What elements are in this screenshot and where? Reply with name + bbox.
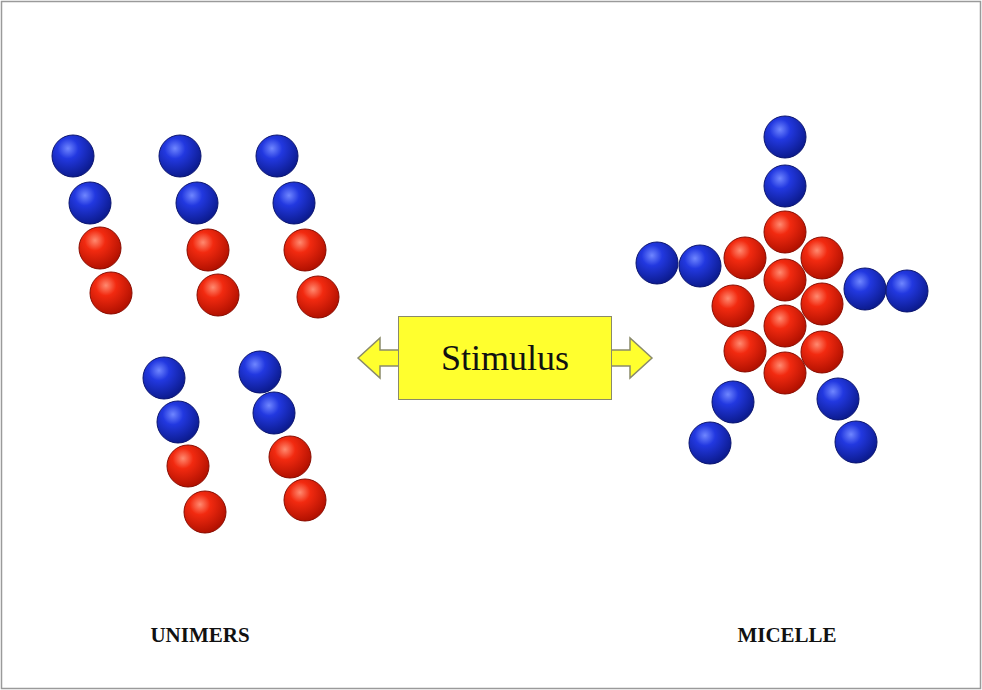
hydrophobic-bead: [90, 272, 132, 314]
hydrophobic-bead: [801, 237, 843, 279]
hydrophilic-bead: [844, 268, 886, 310]
hydrophobic-bead: [764, 211, 806, 253]
hydrophilic-bead: [176, 182, 218, 224]
hydrophilic-bead: [679, 245, 721, 287]
hydrophilic-bead: [764, 116, 806, 158]
unimers-label: UNIMERS: [150, 623, 249, 648]
polymer-beads: [52, 116, 928, 533]
hydrophobic-bead: [801, 283, 843, 325]
hydrophilic-bead: [159, 135, 201, 177]
hydrophilic-bead: [817, 378, 859, 420]
micelle-label: MICELLE: [737, 623, 836, 648]
hydrophobic-bead: [167, 445, 209, 487]
stimulus-label: Stimulus: [441, 337, 569, 379]
hydrophobic-bead: [284, 479, 326, 521]
hydrophobic-bead: [79, 227, 121, 269]
stimulus-arrow-box: Stimulus: [398, 316, 612, 400]
hydrophobic-bead: [801, 331, 843, 373]
hydrophobic-bead: [184, 491, 226, 533]
hydrophilic-bead: [69, 182, 111, 224]
hydrophilic-bead: [143, 357, 185, 399]
hydrophobic-bead: [187, 229, 229, 271]
hydrophilic-bead: [52, 135, 94, 177]
hydrophobic-bead: [297, 276, 339, 318]
hydrophobic-bead: [269, 436, 311, 478]
hydrophobic-bead: [724, 237, 766, 279]
hydrophilic-bead: [273, 182, 315, 224]
hydrophilic-bead: [239, 351, 281, 393]
hydrophilic-bead: [886, 270, 928, 312]
hydrophilic-bead: [253, 392, 295, 434]
hydrophilic-bead: [764, 165, 806, 207]
hydrophilic-bead: [835, 421, 877, 463]
hydrophobic-bead: [724, 330, 766, 372]
hydrophobic-bead: [764, 305, 806, 347]
hydrophobic-bead: [764, 352, 806, 394]
hydrophobic-bead: [284, 229, 326, 271]
arrow-head-left: [358, 338, 400, 378]
hydrophilic-bead: [157, 401, 199, 443]
hydrophobic-bead: [197, 274, 239, 316]
hydrophilic-bead: [689, 422, 731, 464]
hydrophilic-bead: [256, 135, 298, 177]
hydrophilic-bead: [636, 242, 678, 284]
hydrophobic-bead: [712, 285, 754, 327]
hydrophilic-bead: [712, 381, 754, 423]
hydrophobic-bead: [764, 259, 806, 301]
arrow-head-right: [610, 338, 652, 378]
